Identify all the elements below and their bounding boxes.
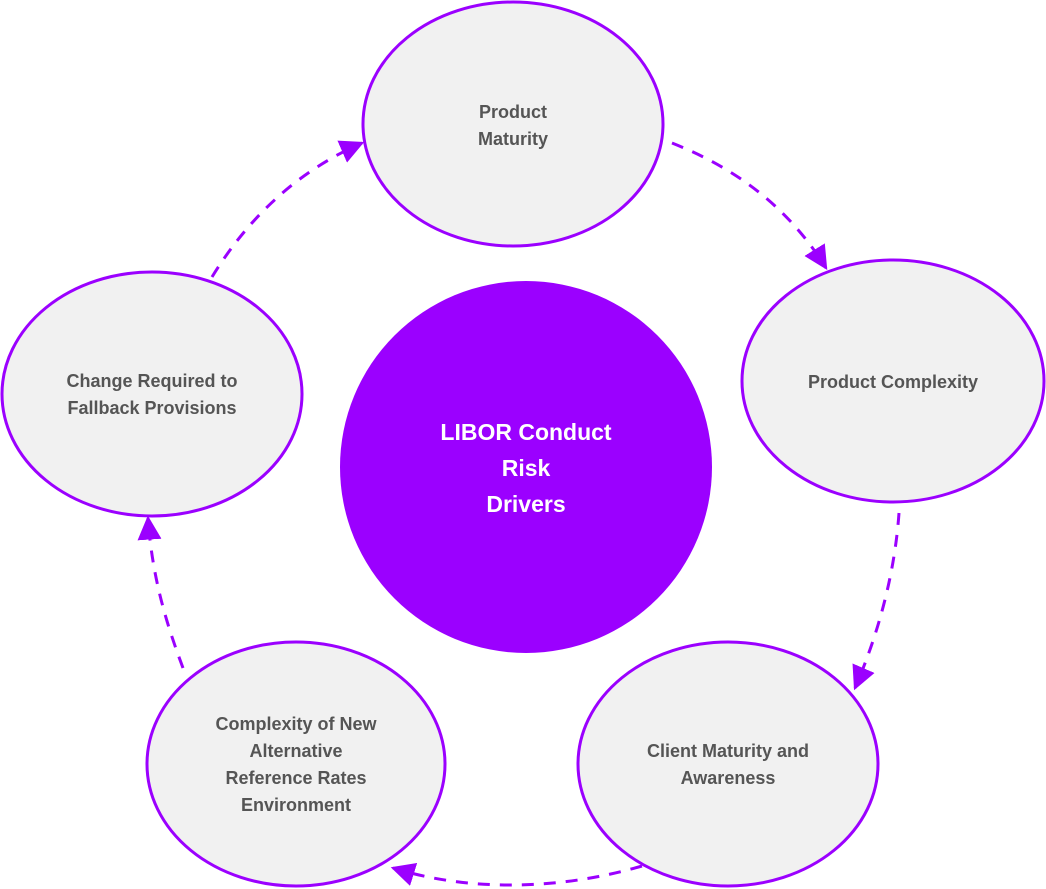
center-label-line-1: LIBOR Conduct xyxy=(440,419,612,445)
node-label-line: Awareness xyxy=(681,768,776,788)
node-product-complexity: Product Complexity xyxy=(740,258,1046,504)
node-label-line: Complexity of New xyxy=(215,714,377,734)
node-client-maturity-and-awareness: Client Maturity and Awareness xyxy=(576,640,880,888)
node-label-line: Client Maturity and xyxy=(647,741,809,761)
connector-arrow-fallback-to-maturity xyxy=(210,140,365,278)
node-label-line: Product Complexity xyxy=(808,372,978,392)
node-label-line: Maturity xyxy=(478,129,548,149)
connector-arrow-complexity-to-client xyxy=(852,512,901,691)
center-node: LIBOR Conduct Risk Drivers xyxy=(340,281,712,653)
connector-arrow-maturity-to-complexity xyxy=(671,141,828,271)
node-label-line: Environment xyxy=(241,795,351,815)
node-label-line: Alternative xyxy=(249,741,342,761)
node-label-line: Change Required to xyxy=(66,371,237,391)
node-product-maturity: Product Maturity xyxy=(361,0,665,248)
connector-arrow-alternative-rates-to-fallback xyxy=(137,515,185,669)
connector-arrow-client-to-alternative-rates xyxy=(390,862,643,887)
center-label-line-2: Risk xyxy=(502,455,551,481)
node-label-line: Fallback Provisions xyxy=(67,398,236,418)
node-label-line: Product xyxy=(479,102,547,122)
node-change-required-to-fallback-provisions: Change Required to Fallback Provisions xyxy=(0,270,304,518)
center-label-line-3: Drivers xyxy=(486,491,565,517)
node-complexity-of-new-alternative-reference-rates-environment: Complexity of New Alternative Reference … xyxy=(145,640,447,888)
node-label-line: Reference Rates xyxy=(225,768,366,788)
